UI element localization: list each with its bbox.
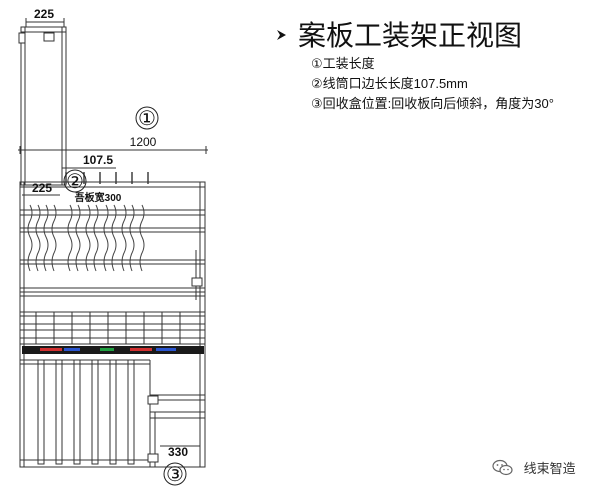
dim-spool-label: 107.5 bbox=[83, 153, 113, 167]
watermark-text: 线束智造 bbox=[523, 461, 576, 476]
page-title: 案板工装架正视图 bbox=[298, 19, 523, 52]
top-tower bbox=[18, 26, 67, 186]
dim-top-label: 225 bbox=[34, 7, 54, 21]
notes-list: ①工装长度 ②线筒口边长长度107.5mm ③回收盒位置:回收板向后倾斜，角度为… bbox=[311, 54, 554, 114]
marker-2-circle bbox=[63, 169, 87, 193]
dim-top-line bbox=[25, 18, 65, 27]
marker-2: ② bbox=[66, 171, 84, 193]
watermark: 线束智造 bbox=[492, 458, 576, 477]
marker-3-circle bbox=[163, 462, 187, 486]
dim-width-label: 1200 bbox=[130, 135, 157, 149]
dim-box-label: 330 bbox=[168, 445, 188, 459]
lower-bars bbox=[20, 359, 151, 467]
note-item: ③回收盒位置:回收板向后倾斜，角度为30° bbox=[311, 96, 554, 111]
arrow-bullet-icon bbox=[277, 30, 286, 40]
cross-rails bbox=[20, 227, 205, 300]
marker-3: ③ bbox=[166, 464, 184, 486]
note-item: ②线筒口边长长度107.5mm bbox=[311, 76, 468, 91]
dim-width-line bbox=[18, 146, 208, 154]
recycle-box bbox=[147, 394, 206, 468]
wechat-icon bbox=[492, 459, 513, 475]
marker-1: ① bbox=[138, 108, 156, 130]
color-band bbox=[22, 346, 204, 354]
note-item: ①工装长度 bbox=[311, 56, 375, 71]
marker-1-circle bbox=[135, 106, 159, 130]
dim-left-label: 225 bbox=[32, 181, 52, 195]
dim-board-label: 吾板宽300 bbox=[75, 191, 122, 204]
hanging-boards bbox=[27, 204, 145, 272]
shelf-block bbox=[19, 311, 206, 345]
